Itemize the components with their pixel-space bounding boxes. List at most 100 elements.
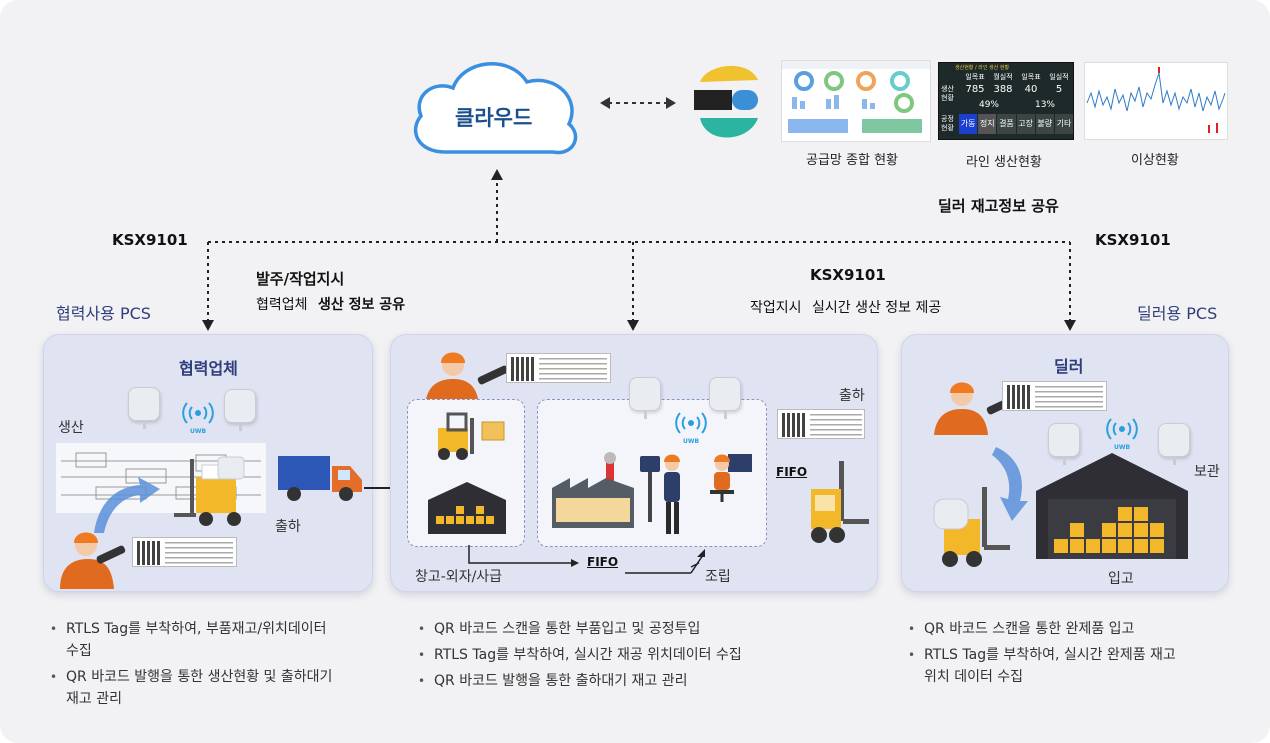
qr-code-icon	[1007, 385, 1031, 409]
line-board-status-label: 공정 현황	[941, 115, 954, 132]
qr-code-icon	[137, 541, 161, 565]
work-subtitle-a: 작업지시	[750, 300, 802, 316]
rtls-sensor-icon	[1048, 423, 1080, 465]
ksx-left-label: KSX9101	[112, 231, 188, 249]
qr-code-icon	[782, 413, 806, 437]
dealer-bullet-list: QR 바코드 스캔을 통한 완제품 입고 RTLS Tag를 부착하여, 실시간…	[906, 618, 1206, 692]
qr-label-text-lines	[165, 542, 233, 564]
uwb-signal-icon	[182, 402, 214, 424]
line-board-status: 가동 정지 결품 고장 불량 기타	[959, 114, 1074, 134]
assembly-zone	[537, 399, 767, 547]
move-arrow-icon	[992, 447, 1028, 521]
line-board-header-cell: 월실적	[993, 73, 1013, 81]
cloud-label: 클라우드	[455, 106, 533, 130]
forklift-icon	[933, 487, 1010, 567]
line-board-header-cell: 일실적	[1049, 73, 1069, 81]
move-arrow-icon	[94, 477, 160, 533]
order-subtitle-a: 협력업체	[256, 297, 308, 313]
uwb-label: UWB	[1114, 444, 1131, 451]
rtls-sensor-icon	[1158, 423, 1190, 465]
warehouse-icon	[1036, 453, 1188, 559]
line-board-status-item: 기타	[1054, 114, 1074, 134]
scanner-worker-icon	[60, 532, 126, 589]
assembly-label: 조립	[705, 569, 731, 585]
receiving-label: 입고	[1108, 571, 1134, 587]
dealer-pcs-label: 딜러용 PCS	[1137, 304, 1218, 323]
line-board-header: 일목표 월실적 일목표 일실적	[961, 72, 1073, 82]
factory-bullet-list: QR 바코드 스캔을 통한 부품입고 및 공정투입 RTLS Tag를 부착하여…	[416, 618, 776, 696]
cloud-icon	[413, 62, 578, 155]
line-production-board: 생산현황 / 라인 생산 현황 일목표 월실적 일목표 일실적 생산 현황 78…	[938, 62, 1074, 140]
work-subtitle: 작업지시 실시간 생산 정보 제공	[750, 297, 941, 317]
line-board-status-item: 정지	[978, 114, 997, 134]
bullet-item: QR 바코드 스캔을 통한 완제품 입고	[906, 618, 1206, 640]
rtls-sensor-icon	[629, 377, 661, 419]
line-board-percent: 49%	[978, 100, 999, 110]
line-board-status-item: 결품	[997, 114, 1016, 134]
line-board-header-cell: 일목표	[965, 73, 985, 81]
scanner-worker-icon	[425, 352, 509, 405]
production-label: 생산	[58, 420, 84, 436]
line-board-percent: 13%	[1034, 100, 1055, 110]
ksx-mid-label: KSX9101	[810, 266, 886, 284]
partner-pcs-label: 협력사용 PCS	[56, 304, 151, 323]
line-board-status-item: 고장	[1016, 114, 1035, 134]
bullet-item: RTLS Tag를 부착하여, 부품재고/위치데이터 수집	[48, 618, 368, 662]
line-board-value: 388	[993, 84, 1013, 95]
line-board-row-label: 생산 현황	[941, 85, 954, 102]
qr-label-text-lines	[810, 414, 862, 436]
worker-icon	[640, 454, 680, 534]
line-board-value: 40	[1024, 84, 1038, 95]
partner-bullet-list: RTLS Tag를 부착하여, 부품재고/위치데이터 수집 QR 바코드 발행을…	[48, 618, 368, 714]
bullet-item: QR 바코드 스캔을 통한 부품입고 및 공정투입	[416, 618, 776, 640]
bullet-item: RTLS Tag를 부착하여, 실시간 완제품 재고 위치 데이터 수집	[906, 644, 1206, 688]
elastic-logo-icon	[694, 65, 758, 138]
ksx-right-label: KSX9101	[1095, 231, 1171, 249]
qr-label-text-lines	[539, 358, 607, 380]
line-board-value: 5	[1055, 84, 1063, 95]
uwb-label: UWB	[683, 438, 700, 445]
warehouse-zone	[407, 399, 525, 547]
qr-label-card	[1002, 381, 1107, 411]
storage-label: 보관	[1194, 464, 1220, 480]
line-board-values: 785 388 40 5	[961, 84, 1073, 98]
order-subtitle: 협력업체 생산 정보 공유	[256, 294, 405, 314]
warehouse-icon	[428, 482, 506, 534]
line-board-status-item: 가동	[959, 114, 978, 134]
operator-desk-icon	[710, 454, 752, 502]
fifo-bottom-label: FIFO	[587, 555, 619, 569]
order-title: 발주/작업지시	[256, 270, 345, 288]
line-production-label: 라인 생산현황	[966, 155, 1042, 170]
cloud-link-arrow	[600, 97, 676, 109]
bullet-item: QR 바코드 발행을 통한 출하대기 재고 관리	[416, 670, 776, 692]
dealer-share-label: 딜러 재고정보 공유	[938, 197, 1059, 215]
rtls-sensor-icon	[224, 389, 256, 431]
line-board-header-cell: 일목표	[1021, 73, 1041, 81]
forklift-icon	[174, 456, 245, 526]
fifo-right-label: FIFO	[776, 465, 808, 479]
factory-icon	[552, 452, 634, 528]
bullet-item: QR 바코드 발행을 통한 생산현황 및 출하대기 재고 관리	[48, 666, 368, 710]
forklift-icon	[438, 412, 505, 460]
anomaly-chart-thumbnail	[1084, 62, 1228, 140]
partner-shipping-label: 출하	[275, 519, 301, 535]
qr-label-text-lines	[1035, 386, 1103, 408]
dealer-panel-title: 딜러	[1054, 357, 1084, 376]
main-shipping-label: 출하	[839, 388, 865, 404]
supply-dashboard-label: 공급망 종합 현황	[806, 153, 898, 168]
bullet-item: RTLS Tag를 부착하여, 실시간 재공 위치데이터 수집	[416, 644, 776, 666]
uwb-signal-icon	[675, 412, 707, 434]
forklift-icon	[811, 461, 869, 543]
qr-label-card	[506, 353, 611, 383]
rtls-sensor-icon	[709, 377, 741, 419]
truck-icon	[278, 456, 362, 501]
uwb-signal-icon	[1106, 418, 1138, 440]
order-subtitle-b: 생산 정보 공유	[317, 297, 406, 313]
rtls-sensor-icon	[128, 387, 160, 429]
dealer-panel: 딜러 UWB 보관	[901, 334, 1229, 592]
fifo-flow-arrow	[468, 545, 705, 574]
qr-label-card	[777, 409, 865, 439]
factory-panel: UWB 출하 FIFO 창고-외자/사급 FIFO 조립	[390, 334, 878, 592]
